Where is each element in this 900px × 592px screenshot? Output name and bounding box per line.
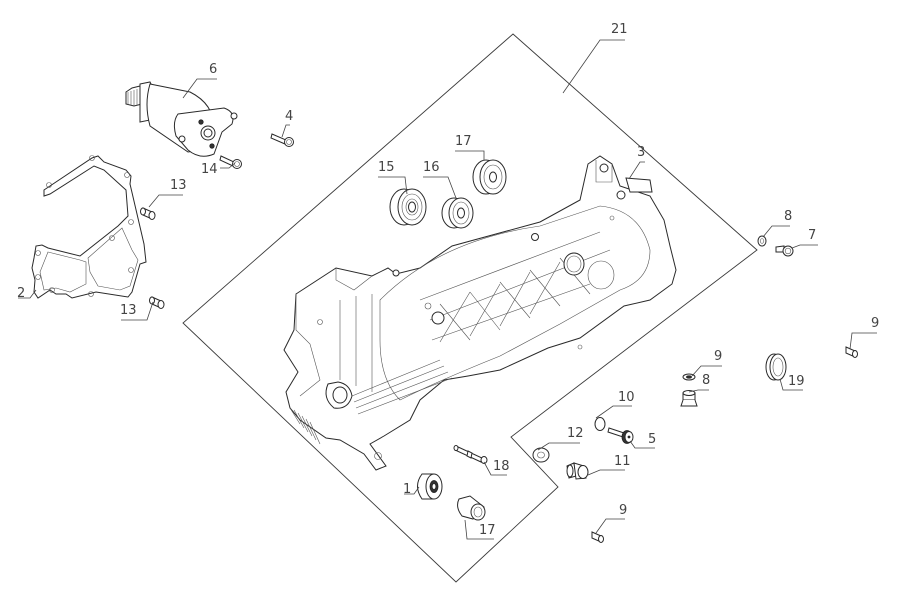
dowel-part-13-upper (140, 207, 156, 220)
callout-13-lower: 13 (120, 303, 137, 318)
bolt-part-11 (566, 462, 589, 480)
leader-lines (18, 39, 877, 540)
callout-7-upper: 7 (808, 228, 816, 243)
callout-14: 14 (201, 162, 218, 177)
callout-12: 12 (567, 426, 584, 441)
callout-2: 2 (17, 286, 25, 301)
callout-6: 6 (209, 62, 217, 77)
callout-9-lower: 9 (619, 503, 627, 518)
bushing-part-1 (417, 473, 443, 500)
callout-11: 11 (614, 454, 631, 469)
gasket (31, 155, 147, 299)
pin-part-9-upper (845, 346, 858, 358)
callout-7-lower: 8 (702, 373, 710, 388)
callout-4: 4 (285, 109, 293, 124)
callout-1: 1 (403, 482, 411, 497)
assembly-boundary (182, 33, 758, 583)
bolt-part-5 (607, 427, 634, 444)
bolt-part-7-upper (775, 245, 794, 257)
callout-5: 5 (648, 432, 656, 447)
callout-16: 18 (493, 459, 510, 474)
bolt-part-4 (270, 133, 294, 147)
callout-8-upper: 8 (784, 209, 792, 224)
washer-part-12 (532, 447, 550, 463)
callout-10: 10 (618, 390, 635, 405)
shaft-part-16 (453, 445, 488, 464)
callout-18: 15 (378, 160, 395, 175)
callout-13-upper: 13 (170, 178, 187, 193)
oil-seal-part-17 (765, 353, 787, 381)
callout-8-lower: 9 (714, 349, 722, 364)
pin-part-9-lower (591, 531, 604, 543)
bearing-part-18 (389, 188, 427, 226)
bolt-part-14 (219, 155, 242, 169)
sleeve-part-15 (457, 495, 486, 521)
starter-motor (125, 81, 238, 157)
o-ring-part-10 (594, 417, 606, 431)
callout-19: 16 (423, 160, 440, 175)
callout-17: 19 (788, 374, 805, 389)
callout-20: 17 (455, 134, 472, 149)
crankcase (283, 155, 677, 471)
callout-9-upper: 9 (871, 316, 879, 331)
bolt-part-7-lower (680, 390, 698, 407)
bearing-part-19 (441, 197, 474, 229)
dowel-part-13-lower (149, 296, 165, 309)
callout-21: 21 (611, 22, 628, 37)
callout-15: 17 (479, 523, 496, 538)
callout-3: 3 (637, 145, 645, 160)
bearing-part-20 (472, 159, 507, 195)
washer-part-8-upper (757, 235, 767, 247)
